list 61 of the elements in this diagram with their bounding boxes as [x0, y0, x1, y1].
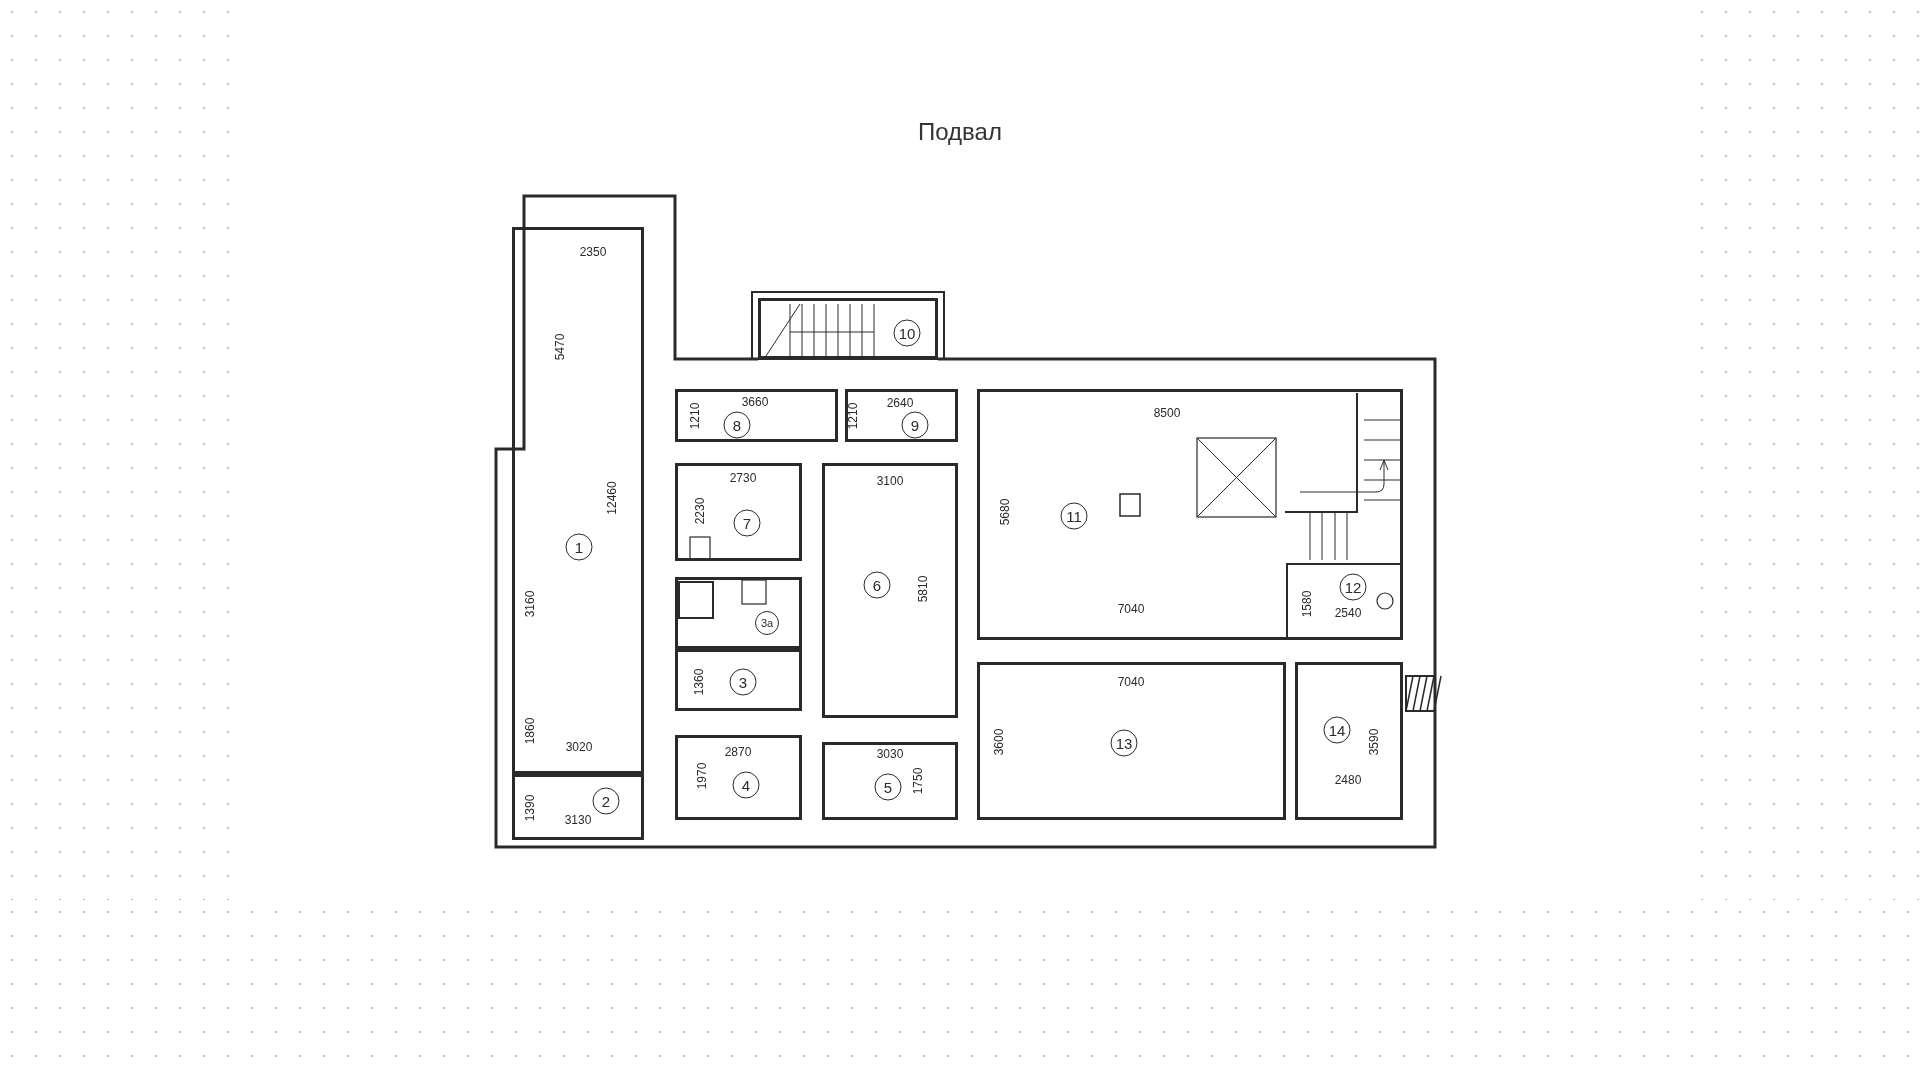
dimension-label: 5680 [999, 498, 1011, 526]
room-number: 2 [592, 787, 620, 815]
dimension-label: 5810 [917, 575, 929, 603]
plan-title: Подвал [917, 117, 1003, 147]
dimension-label: 3600 [993, 728, 1005, 756]
room-outline [1295, 662, 1403, 820]
dimension-label: 12460 [606, 481, 618, 515]
dimension-label: 2730 [729, 472, 757, 484]
room-outline [675, 649, 802, 711]
dimension-label: 3590 [1368, 728, 1380, 756]
dimension-label: 1210 [689, 402, 701, 430]
room-number: 8 [723, 411, 751, 439]
room-outline [675, 463, 802, 561]
dimension-label: 3030 [876, 748, 904, 760]
dimension-label: 2870 [724, 746, 752, 758]
dimension-label: 3660 [741, 396, 769, 408]
dimension-label: 1360 [693, 668, 705, 696]
room-outline [675, 389, 838, 442]
dimension-label: 2230 [694, 497, 706, 525]
dimension-label: 1580 [1301, 590, 1313, 618]
dimension-label: 1390 [524, 794, 536, 822]
room-outline [675, 577, 802, 649]
room-outline [675, 735, 802, 820]
dimension-label: 3100 [876, 475, 904, 487]
room-outline [822, 463, 958, 718]
room-outline [977, 662, 1286, 820]
room-outline [822, 742, 958, 820]
room-number: 9 [901, 411, 929, 439]
room-outline [977, 389, 1403, 640]
dimension-label: 7040 [1117, 603, 1145, 615]
room-outline [758, 298, 938, 359]
room-number: 1 [565, 533, 593, 561]
dimension-label: 1210 [847, 402, 859, 430]
dimension-label: 3130 [564, 814, 592, 826]
dimension-label: 2480 [1334, 774, 1362, 786]
room-number: 7 [733, 509, 761, 537]
dimension-label: 7040 [1117, 676, 1145, 688]
room-number: 6 [863, 571, 891, 599]
room-number: 14 [1323, 716, 1351, 744]
room-number: 13 [1110, 729, 1138, 757]
dimension-label: 5470 [554, 333, 566, 361]
room-outline [512, 227, 644, 774]
room-number: 3 [729, 668, 757, 696]
dimension-label: 1750 [912, 767, 924, 795]
dimension-label: 1970 [696, 762, 708, 790]
room-number: 3а [755, 611, 779, 635]
dimension-label: 1860 [524, 717, 536, 745]
dimension-label: 2640 [886, 397, 914, 409]
room-number: 4 [732, 771, 760, 799]
dimension-label: 3160 [524, 590, 536, 618]
room-outline [512, 774, 644, 840]
room-outline [845, 389, 958, 442]
room-number: 12 [1339, 573, 1367, 601]
room-outline [1286, 563, 1403, 640]
dimension-label: 2540 [1334, 607, 1362, 619]
dimension-label: 8500 [1153, 407, 1181, 419]
room-number: 10 [893, 319, 921, 347]
room-number: 5 [874, 773, 902, 801]
room-number: 11 [1060, 502, 1088, 530]
dimension-label: 2350 [579, 246, 607, 258]
dimension-label: 3020 [565, 741, 593, 753]
